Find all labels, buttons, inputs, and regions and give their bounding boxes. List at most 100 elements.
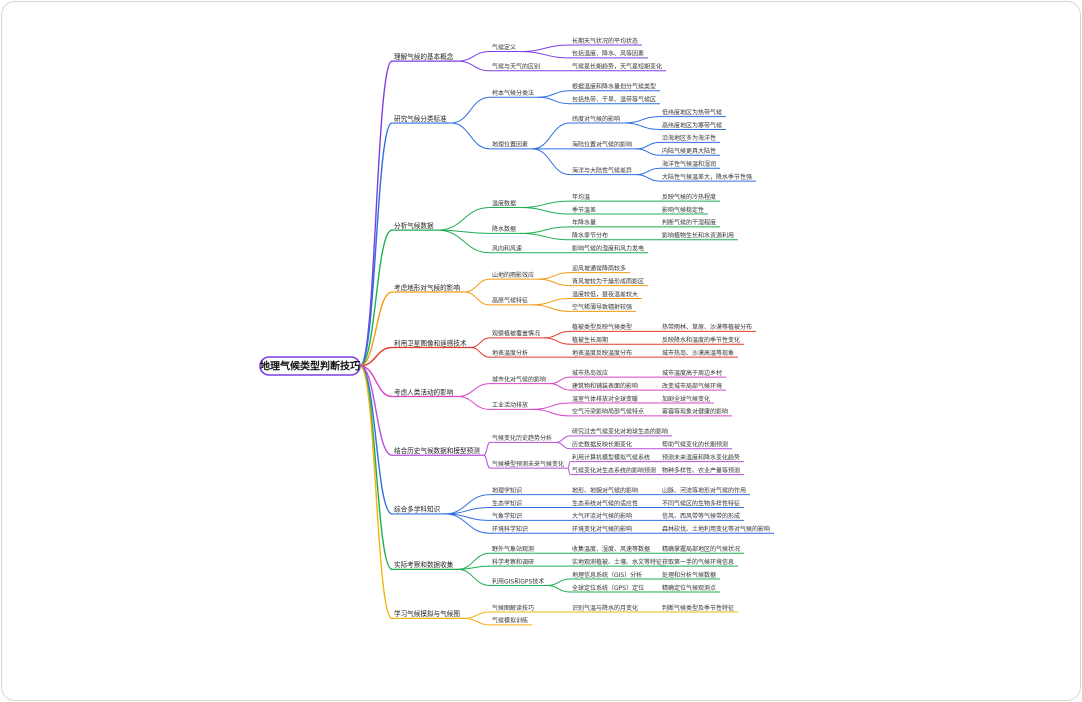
branch-2-2-2-2-label[interactable]: 内陆气候更具大陆性 xyxy=(662,147,716,155)
branch-2-1-1-label[interactable]: 根据温度和降水量划分气候类型 xyxy=(572,83,656,91)
branch-2-2-1-label[interactable]: 纬度对气候的影响 xyxy=(572,115,620,123)
branch-8-2-1-label[interactable]: 生态系统对气候的适应性 xyxy=(572,499,638,507)
branch-8-3-label[interactable]: 气象学知识 xyxy=(492,512,522,520)
branch-7-2-1-label[interactable]: 利用计算机模型模拟气候系统 xyxy=(572,453,650,461)
branch-6-1-label[interactable]: 城市化对气候的影响 xyxy=(492,375,546,383)
branch-2-2-2-label[interactable]: 海陆位置对气候的影响 xyxy=(572,141,632,149)
branch-10-1-1-1-label[interactable]: 判断气候类型及季节性特征 xyxy=(662,604,734,612)
branch-2-1-label[interactable]: 柯本气候分类法 xyxy=(492,89,534,97)
branch-10-1-label[interactable]: 气候图解读技巧 xyxy=(492,604,534,612)
branch-3-1-2-1-label[interactable]: 影响气候稳定性 xyxy=(662,206,704,214)
branch-1-label[interactable]: 理解气候的基本概念 xyxy=(394,52,454,61)
branch-9-2-1-1-label[interactable]: 获取第一手的气候环境信息 xyxy=(662,558,734,566)
branch-2-2-label[interactable]: 地理位置因素 xyxy=(492,141,528,149)
branch-9-1-1-1-label[interactable]: 精确掌握局部地区的气候状况 xyxy=(662,545,740,553)
branch-2-label[interactable]: 研究气候分类标准 xyxy=(394,114,447,123)
branch-1-1-label[interactable]: 气候定义 xyxy=(492,43,516,51)
branch-6-1-2-label[interactable]: 建筑物和铺装表面的影响 xyxy=(572,382,638,390)
branch-10-label[interactable]: 学习气候模拟与气候图 xyxy=(394,609,460,618)
branch-7-2-1-1-label[interactable]: 预测未来温度和降水变化趋势 xyxy=(662,453,740,461)
branch-4-2-label[interactable]: 高原气候特征 xyxy=(492,297,528,305)
branch-9-3-1-label[interactable]: 地理信息系统（GIS）分析 xyxy=(572,571,642,579)
branch-4-1-1-label[interactable]: 迎风坡通常降雨较多 xyxy=(572,264,626,272)
branch-6-1-1-label[interactable]: 城市热岛效应 xyxy=(572,369,608,377)
branch-3-2-1-1-label[interactable]: 判断气候的干湿程度 xyxy=(662,219,716,227)
branch-3-2-label[interactable]: 降水数据 xyxy=(492,225,516,233)
branch-5-1-1-1-label[interactable]: 热带雨林、草原、沙漠等植被分布 xyxy=(662,323,752,331)
branch-5-1-label[interactable]: 观察植被覆盖情况 xyxy=(492,330,540,338)
branch-7-1-label[interactable]: 气候变化历史趋势分析 xyxy=(492,434,552,442)
branch-7-1-2-1-label[interactable]: 帮助气候变化的长期预测 xyxy=(662,441,728,449)
branch-5-2-1-1-label[interactable]: 城市热岛、沙漠高温等现象 xyxy=(662,349,734,357)
branch-9-3-1-1-label[interactable]: 处理和分析气候数据 xyxy=(662,571,716,579)
branch-4-2-2-label[interactable]: 空气稀薄导致辐射较强 xyxy=(572,303,632,311)
branch-7-1-2-label[interactable]: 历史数据反映长期变化 xyxy=(572,441,632,449)
branch-9-label[interactable]: 实际考察和数据收集 xyxy=(394,560,454,569)
branch-6-label[interactable]: 考虑人类活动的影响 xyxy=(394,387,454,396)
branch-8-4-1-label[interactable]: 环境变化对气候的影响 xyxy=(572,525,632,533)
branch-5-2-label[interactable]: 地表温度分析 xyxy=(492,349,528,357)
branch-2-2-3-label[interactable]: 海洋与大陆性气候差异 xyxy=(572,166,632,174)
branch-8-2-label[interactable]: 生态学知识 xyxy=(492,499,522,507)
branch-3-2-1-label[interactable]: 年降水量 xyxy=(572,219,596,227)
branch-8-label[interactable]: 综合多学科知识 xyxy=(394,505,441,514)
branch-9-3-2-1-label[interactable]: 精确定位气候观测点 xyxy=(662,584,716,592)
branch-8-1-1-label[interactable]: 地形、地貌对气候的影响 xyxy=(572,486,638,494)
branch-3-1-1-label[interactable]: 年均温 xyxy=(572,193,590,201)
branch-6-2-2-1-label[interactable]: 雾霾等现象对健康的影响 xyxy=(662,408,728,416)
branch-2-2-3-1-label[interactable]: 海洋性气候温和湿润 xyxy=(662,160,716,168)
branch-7-2-label[interactable]: 气候模型预测未来气候变化 xyxy=(492,460,564,468)
branch-5-label[interactable]: 利用卫星图像和遥感技术 xyxy=(394,338,467,347)
branch-4-1-label[interactable]: 山地的雨影效应 xyxy=(492,271,534,279)
branch-4-1-2-label[interactable]: 背风坡较为干燥形成雨影区 xyxy=(572,277,644,285)
branch-8-3-1-1-label[interactable]: 信风、西风带等气候带的形成 xyxy=(662,512,740,520)
branch-9-3-2-label[interactable]: 全球定位系统（GPS）定位 xyxy=(572,584,644,592)
branch-2-1-2-label[interactable]: 包括热带、干旱、温带等气候区 xyxy=(572,95,656,103)
branch-6-1-1-1-label[interactable]: 城市温度高于周边乡村 xyxy=(662,369,722,377)
branch-9-2-1-label[interactable]: 实地观测植被、土壤、水文等特征 xyxy=(572,558,662,566)
branch-6-2-1-1-label[interactable]: 加剧全球气候变化 xyxy=(662,395,710,403)
branch-7-1-1-label[interactable]: 研究过去气候变化对地球生态的影响 xyxy=(572,428,668,436)
branch-1-1-1-label[interactable]: 长期天气状况的平均状态 xyxy=(572,37,638,45)
branch-1-2-label[interactable]: 气候与天气的区别 xyxy=(492,63,540,71)
branch-7-label[interactable]: 结合历史气候数据和模型预测 xyxy=(394,446,480,455)
branch-8-1-1-1-label[interactable]: 山脉、河流等地形对气候的作用 xyxy=(662,486,746,494)
branch-6-2-1-label[interactable]: 温室气体排放对全球变暖 xyxy=(572,395,638,403)
branch-6-2-label[interactable]: 工业活动排放 xyxy=(492,401,528,409)
branch-9-1-label[interactable]: 野外气象站观测 xyxy=(492,545,534,553)
branch-1-1-2-label[interactable]: 包括温度、降水、风等因素 xyxy=(572,50,644,58)
branch-3-1-1-1-label[interactable]: 反映气候的冷热程度 xyxy=(662,193,716,201)
branch-7-2-2-label[interactable]: 气候变化对生态系统的影响预测 xyxy=(572,466,656,474)
branch-5-1-2-1-label[interactable]: 反映降水和温度的季节性变化 xyxy=(662,336,740,344)
branch-8-4-label[interactable]: 环境科学知识 xyxy=(492,525,528,533)
branch-6-1-2-1-label[interactable]: 改变城市局部气候环境 xyxy=(662,382,722,390)
branch-3-2-2-label[interactable]: 降水季节分布 xyxy=(572,232,608,240)
branch-9-3-label[interactable]: 利用GIS和GPS技术 xyxy=(492,577,544,585)
branch-2-2-3-2-label[interactable]: 大陆性气候温差大，降水季节性强 xyxy=(662,173,752,181)
branch-5-1-1-label[interactable]: 植被类型反映气候类型 xyxy=(572,323,632,331)
branch-2-2-1-1-label[interactable]: 低纬度地区为热带气候 xyxy=(662,108,722,116)
branch-2-2-2-1-label[interactable]: 沿海地区多为海洋性 xyxy=(662,134,716,142)
branch-8-3-1-label[interactable]: 大气环流对气候的影响 xyxy=(572,512,632,520)
branch-4-label[interactable]: 考虑地形对气候的影响 xyxy=(394,283,460,292)
branch-3-3-label[interactable]: 风向和风速 xyxy=(492,244,522,252)
branch-8-2-1-1-label[interactable]: 不同气候区的生物多样性特征 xyxy=(662,499,740,507)
branch-3-label[interactable]: 分析气候数据 xyxy=(394,221,434,230)
branch-8-1-label[interactable]: 地理学知识 xyxy=(492,486,522,494)
branch-8-4-1-1-label[interactable]: 森林砍伐、土地利用变化等对气候的影响 xyxy=(662,525,770,533)
branch-10-1-1-label[interactable]: 识别气温与降水的月变化 xyxy=(572,604,638,612)
branch-3-3-1-label[interactable]: 影响气候的湿度和风力发电 xyxy=(572,244,644,252)
branch-9-1-1-label[interactable]: 收集温度、湿度、风速等数据 xyxy=(572,545,650,553)
root-node[interactable] xyxy=(259,356,361,376)
branch-5-2-1-label[interactable]: 地表温度反映温度分布 xyxy=(572,349,632,357)
branch-3-1-label[interactable]: 温度数据 xyxy=(492,199,516,207)
branch-9-2-label[interactable]: 科学考察和调研 xyxy=(492,558,534,566)
branch-6-2-2-label[interactable]: 空气污染影响局部气候特点 xyxy=(572,408,644,416)
branch-2-2-1-2-label[interactable]: 高纬度地区为寒带气候 xyxy=(662,121,722,129)
branch-3-2-2-1-label[interactable]: 影响植物生长和水资源利用 xyxy=(662,232,734,240)
branch-7-2-2-1-label[interactable]: 物种多样性、农业产量等预测 xyxy=(662,466,740,474)
branch-4-2-1-label[interactable]: 温度较低，昼夜温差较大 xyxy=(572,290,638,298)
branch-3-1-2-label[interactable]: 季节温差 xyxy=(572,206,596,214)
branch-5-1-2-label[interactable]: 植被生长周期 xyxy=(572,336,608,344)
branch-1-2-1-label[interactable]: 气候是长期趋势，天气是短期变化 xyxy=(572,63,662,71)
